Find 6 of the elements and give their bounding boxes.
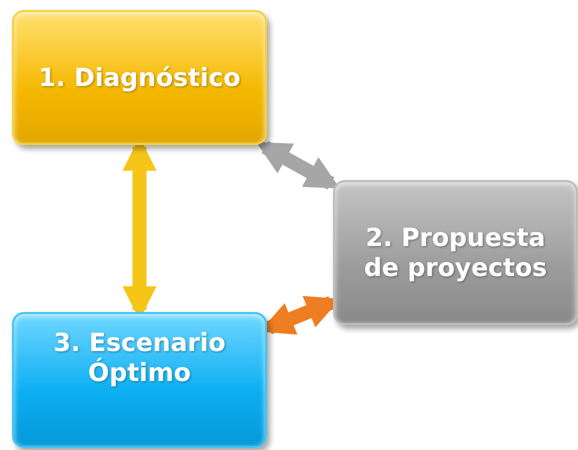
process-box [12,10,267,145]
box-title: 1. Diagnóstico [38,62,241,92]
box-title: 2. Propuesta de proyectos [362,222,548,282]
box-title: 3. Escenario Óptimo [52,328,227,388]
process-box [12,312,267,448]
process-box [333,180,578,325]
